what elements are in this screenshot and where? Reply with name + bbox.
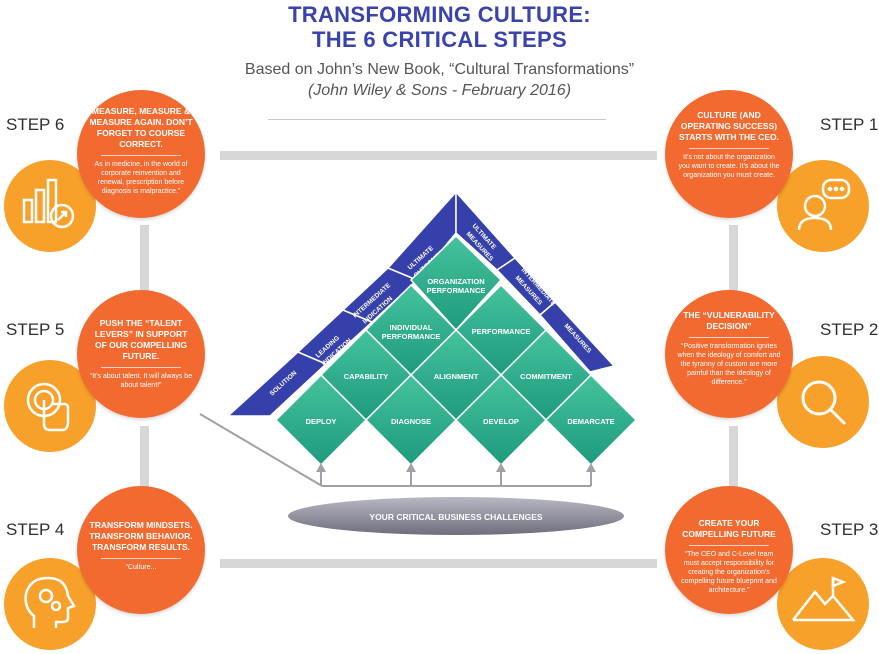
step2-divider (689, 337, 769, 338)
step1-divider (689, 148, 769, 149)
step2-head: THE “VULNERABILITY DECISION” (683, 310, 775, 331)
step6-divider (101, 155, 181, 156)
left-measure-band (226, 190, 457, 417)
step6-body: As in medicine, in the world of corporat… (94, 161, 188, 195)
step5-label: STEP 5 (6, 320, 65, 339)
connector-right-lower (729, 426, 738, 488)
connector-bottom (220, 559, 657, 568)
magnifier-icon (777, 356, 869, 448)
step1-label: STEP 1 (820, 115, 879, 134)
step5-divider (101, 367, 181, 368)
label-diagnose: DIAGNOSE (391, 417, 431, 426)
step3-label: STEP 3 (820, 520, 879, 539)
label-demarcate: DEMARCATE (567, 417, 614, 426)
step2-circle: THE “VULNERABILITY DECISION” “Positive t… (665, 290, 793, 418)
connector-top (220, 151, 657, 160)
step6-label: STEP 6 (6, 115, 65, 134)
touch-hand-icon (4, 360, 96, 452)
label-org-performance: PERFORMANCE (427, 286, 486, 295)
label-performance: PERFORMANCE (472, 327, 531, 336)
step5-head: PUSH THE “TALENT LEVERS” IN SUPPORT OF O… (94, 318, 188, 361)
label-commitment: COMMITMENT (520, 372, 572, 381)
label-deploy: DEPLOY (306, 417, 337, 426)
right-measure-band (455, 190, 616, 373)
step1-body: It’s not about the organization you want… (678, 154, 780, 179)
step4-circle: TRANSFORM MINDSETS. TRANSFORM BEHAVIOR. … (77, 486, 205, 614)
base-label: YOUR CRITICAL BUSINESS CHALLENGES (369, 512, 542, 522)
page-title-line2: THE 6 CRITICAL STEPS (312, 27, 567, 52)
step4-divider (101, 558, 181, 559)
step6-circle: MEASURE, MEASURE & MEASURE AGAIN. DON’T … (77, 90, 205, 218)
base-connectors (199, 413, 592, 487)
mountain-flag-icon (777, 558, 869, 650)
label-individual: INDIVIDUAL (390, 323, 433, 332)
subtitle-line2: (John Wiley & Sons - February 2016) (307, 82, 572, 99)
step5-circle: PUSH THE “TALENT LEVERS” IN SUPPORT OF O… (77, 290, 205, 418)
connector-right-upper (729, 225, 738, 291)
label-capability: CAPABILITY (344, 372, 388, 381)
step1-head: CULTURE (AND OPERATING SUCCESS) STARTS W… (679, 110, 779, 142)
arrow-heads (316, 463, 596, 472)
step4-head: TRANSFORM MINDSETS. TRANSFORM BEHAVIOR. … (89, 520, 193, 552)
step3-divider (689, 545, 769, 546)
header-divider (268, 119, 606, 120)
subtitle-line1: Based on John’s New Book, “Cultural Tran… (244, 61, 635, 78)
step3-body: “The CEO and C-Level team must accept re… (681, 551, 777, 594)
label-organization: ORGANIZATION (427, 277, 484, 286)
label-ind-performance: PERFORMANCE (382, 332, 441, 341)
step2-body: “Positive transformation ignites when th… (677, 343, 781, 386)
page-title-line1: TRANSFORMING CULTURE: (288, 2, 591, 27)
step1-circle: CULTURE (AND OPERATING SUCCESS) STARTS W… (665, 90, 793, 218)
step5-body: “It’s about talent. It will always be ab… (89, 373, 193, 389)
connector-left-upper (140, 225, 149, 291)
step2-label: STEP 2 (820, 320, 879, 339)
speech-bubble-person-icon (777, 160, 869, 252)
connector-left-lower (140, 426, 149, 488)
label-alignment: ALIGNMENT (434, 372, 479, 381)
label-develop: DEVELOP (483, 417, 519, 426)
base-ellipse (288, 497, 624, 535)
step3-head: CREATE YOUR COMPELLING FUTURE (682, 518, 776, 539)
step6-head: MEASURE, MEASURE & MEASURE AGAIN. DON’T … (89, 106, 193, 149)
step4-body: “Culture... (125, 564, 157, 571)
step4-label: STEP 4 (6, 520, 65, 539)
step3-circle: CREATE YOUR COMPELLING FUTURE “The CEO a… (665, 486, 793, 614)
